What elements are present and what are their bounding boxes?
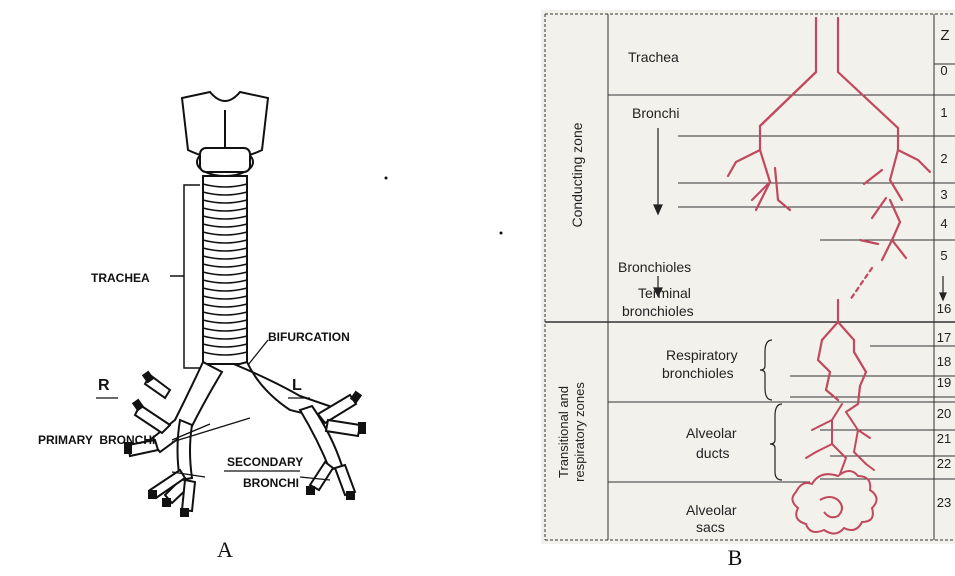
caption-a: A — [217, 537, 233, 562]
z-column-header: Z — [940, 27, 949, 44]
structure-trachea: Trachea — [628, 49, 679, 65]
stray-dot — [500, 232, 503, 235]
zone-conducting-label: Conducting zone — [569, 122, 585, 227]
trachea-bracket — [170, 185, 200, 368]
caption-b: B — [728, 545, 743, 570]
label-primary-bronchi: PRIMARY BRONCHI — [38, 433, 155, 447]
structure-bronchioles: Bronchioles — [618, 259, 691, 275]
structure-sacs-1: Alveolar — [686, 502, 737, 518]
zone-respiratory-label-1: Transitional and — [556, 386, 571, 478]
generation-number: 0 — [940, 63, 947, 78]
structure-terminal-1: Terminal — [638, 285, 691, 301]
label-secondary-bronchi: BRONCHI — [243, 476, 299, 490]
generation-number: 4 — [940, 216, 947, 231]
panel-b: Conducting zone Transitional and respira… — [520, 0, 955, 571]
generation-number: 17 — [937, 330, 951, 345]
label-trachea: TRACHEA — [91, 271, 150, 285]
generation-number: 20 — [937, 406, 951, 421]
label-right: R — [98, 377, 110, 394]
label-left: L — [292, 377, 302, 394]
stray-dot — [385, 177, 388, 180]
generation-number: 19 — [937, 375, 951, 390]
generation-number: 16 — [937, 301, 951, 316]
structure-respiratory-1: Respiratory — [666, 347, 738, 363]
structure-sacs-2: sacs — [696, 519, 725, 535]
structure-bronchi: Bronchi — [632, 105, 679, 121]
generation-number: 5 — [940, 248, 947, 263]
generation-number: 3 — [940, 187, 947, 202]
structure-ducts-1: Alveolar — [686, 425, 737, 441]
generation-number: 21 — [937, 431, 951, 446]
trachea-illustration — [203, 176, 247, 364]
airway-anatomy-drawing: TRACHEA BIFURCATION R L PRIMARY BRONCHI … — [0, 0, 520, 571]
table-background — [541, 10, 955, 544]
generation-number: 18 — [937, 354, 951, 369]
label-secondary: SECONDARY — [227, 455, 303, 469]
structure-ducts-2: ducts — [696, 445, 729, 461]
label-bifurcation: BIFURCATION — [268, 330, 350, 344]
zone-respiratory-label-2: respiratory zones — [572, 382, 587, 482]
larynx-illustration — [182, 92, 268, 176]
structure-terminal-2: bronchioles — [622, 303, 694, 319]
generation-number: 2 — [940, 151, 947, 166]
airway-zones-table: Conducting zone Transitional and respira… — [520, 0, 955, 571]
generation-number: 22 — [937, 456, 951, 471]
structure-respiratory-2: bronchioles — [662, 365, 734, 381]
panel-a: TRACHEA BIFURCATION R L PRIMARY BRONCHI … — [0, 0, 520, 571]
generation-number: 1 — [940, 105, 947, 120]
generation-number: 23 — [937, 495, 951, 510]
